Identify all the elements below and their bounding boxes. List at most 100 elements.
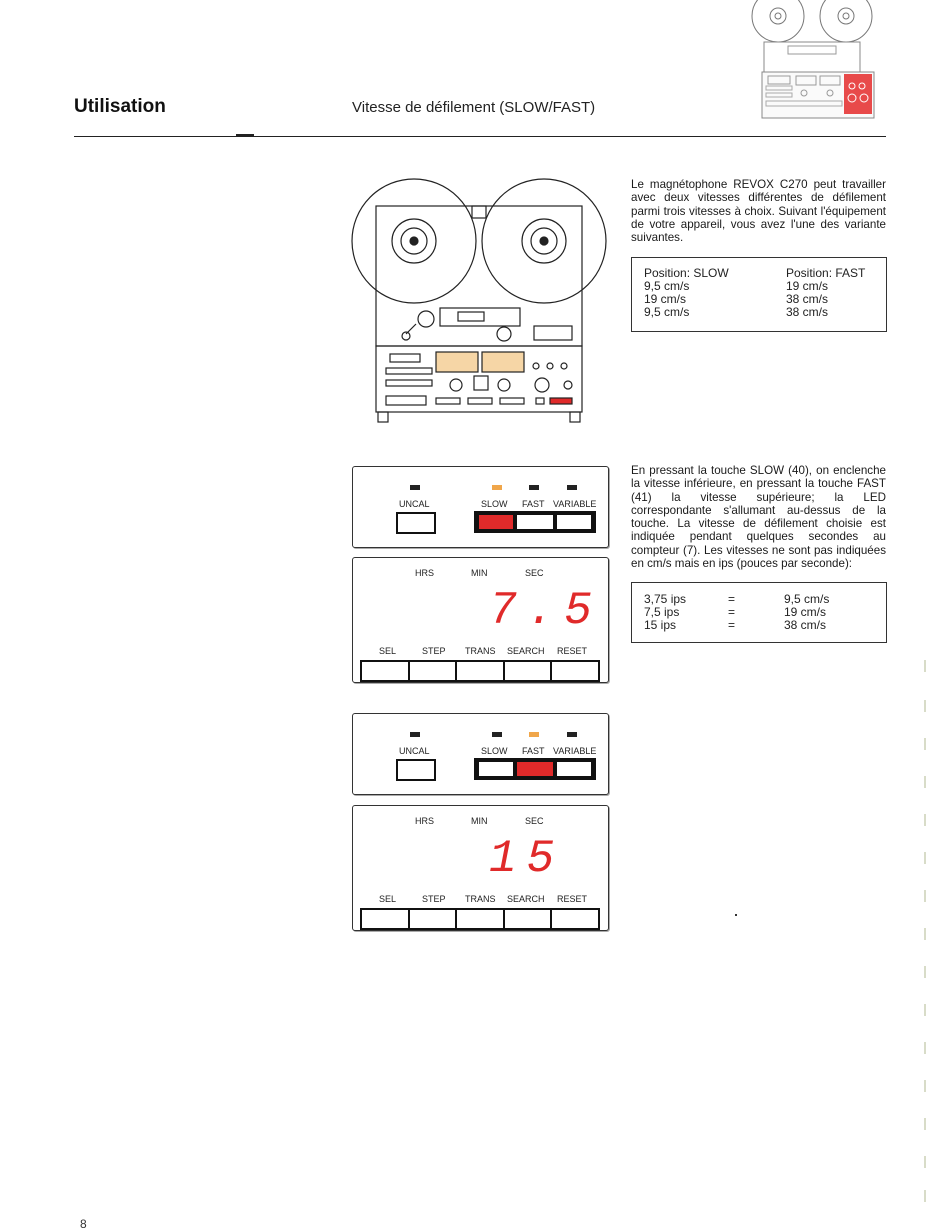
speed-button-group bbox=[474, 511, 596, 533]
edge-mark bbox=[924, 1118, 926, 1130]
search-label: SEARCH bbox=[507, 894, 545, 904]
edge-mark bbox=[924, 1004, 926, 1016]
counter-panel-slow: HRS MIN SEC 7.5 SEL STEP TRANS SEARCH RE… bbox=[352, 557, 609, 683]
min-label: MIN bbox=[471, 568, 488, 578]
edge-mark bbox=[924, 1080, 926, 1092]
search-button[interactable] bbox=[505, 662, 553, 680]
speed-button-group bbox=[474, 758, 596, 780]
trans-label: TRANS bbox=[465, 894, 496, 904]
speed-table-cell: 38 cm/s bbox=[786, 292, 829, 306]
speed-selector-panel-fast: UNCAL SLOW FAST VARIABLE bbox=[352, 713, 609, 795]
instructions-paragraph: En pressant la touche SLOW (40), on encl… bbox=[631, 464, 886, 571]
conversion-cell: 38 cm/s bbox=[784, 618, 827, 632]
hrs-label: HRS bbox=[415, 816, 435, 826]
slow-label: SLOW bbox=[481, 499, 508, 509]
edge-mark bbox=[924, 1190, 926, 1202]
conversion-cell: 9,5 cm/s bbox=[784, 592, 830, 606]
conversion-cell: 7,5 ips bbox=[644, 605, 680, 619]
trans-button[interactable] bbox=[457, 910, 505, 928]
slow-label: SLOW bbox=[481, 746, 508, 756]
speed-table-cell: 9,5 cm/s bbox=[644, 279, 690, 293]
slow-button-active[interactable] bbox=[479, 515, 513, 529]
speed-table-cell: 38 cm/s bbox=[786, 305, 829, 319]
uncal-label: UNCAL bbox=[399, 499, 430, 509]
speed-selector-panel-slow: UNCAL SLOW FAST VARIABLE bbox=[352, 466, 609, 548]
conversion-cell: 19 cm/s bbox=[784, 605, 827, 619]
counter-display: 15 bbox=[489, 833, 565, 885]
edge-mark bbox=[924, 660, 926, 672]
fast-button[interactable] bbox=[517, 515, 553, 529]
edge-mark bbox=[924, 1156, 926, 1168]
fast-led bbox=[529, 485, 539, 490]
variable-label: VARIABLE bbox=[553, 746, 597, 756]
step-button[interactable] bbox=[410, 910, 458, 928]
header-rule bbox=[74, 136, 886, 137]
fast-button-active[interactable] bbox=[517, 762, 553, 776]
intro-paragraph: Le magnétophone REVOX C270 peut travaill… bbox=[631, 178, 886, 245]
tape-recorder-illustration bbox=[351, 178, 607, 423]
speed-table-cell: 19 cm/s bbox=[786, 279, 829, 293]
uncal-button[interactable] bbox=[396, 759, 436, 781]
sel-button[interactable] bbox=[362, 662, 410, 680]
counter-display: 7.5 bbox=[489, 585, 602, 637]
fast-label: FAST bbox=[522, 499, 545, 509]
page-subtitle: Vitesse de défilement (SLOW/FAST) bbox=[352, 99, 596, 116]
edge-mark bbox=[924, 700, 926, 712]
slow-button[interactable] bbox=[479, 762, 513, 776]
reset-label: RESET bbox=[557, 646, 588, 656]
counter-button-row bbox=[360, 908, 600, 930]
uncal-led bbox=[410, 732, 420, 737]
conversion-table: 3,75 ips = 9,5 cm/s 7,5 ips = 19 cm/s 15… bbox=[631, 582, 887, 643]
uncal-button[interactable] bbox=[396, 512, 436, 534]
sec-label: SEC bbox=[525, 816, 544, 826]
trans-button[interactable] bbox=[457, 662, 505, 680]
slow-led bbox=[492, 732, 502, 737]
edge-mark bbox=[924, 814, 926, 826]
trans-label: TRANS bbox=[465, 646, 496, 656]
stray-dot bbox=[735, 914, 737, 916]
sel-button[interactable] bbox=[362, 910, 410, 928]
conversion-equals: = bbox=[728, 618, 736, 632]
fast-led-on bbox=[529, 732, 539, 737]
speed-table-header-fast: Position: FAST bbox=[786, 266, 866, 280]
search-label: SEARCH bbox=[507, 646, 545, 656]
speed-table-header-slow: Position: SLOW bbox=[644, 266, 729, 280]
variable-button[interactable] bbox=[557, 515, 591, 529]
search-button[interactable] bbox=[505, 910, 553, 928]
uncal-label: UNCAL bbox=[399, 746, 430, 756]
conversion-cell: 3,75 ips bbox=[644, 592, 687, 606]
variable-label: VARIABLE bbox=[553, 499, 597, 509]
edge-mark bbox=[924, 890, 926, 902]
variable-button[interactable] bbox=[557, 762, 591, 776]
edge-mark bbox=[924, 1042, 926, 1054]
sel-label: SEL bbox=[379, 646, 397, 656]
edge-mark bbox=[924, 928, 926, 940]
slow-led-on bbox=[492, 485, 502, 490]
step-label: STEP bbox=[422, 894, 446, 904]
sel-label: SEL bbox=[379, 894, 397, 904]
edge-mark bbox=[924, 738, 926, 750]
step-label: STEP bbox=[422, 646, 446, 656]
section-title: Utilisation bbox=[74, 96, 166, 117]
variable-led bbox=[567, 732, 577, 737]
speed-table: Position: SLOW Position: FAST 9,5 cm/s 1… bbox=[631, 257, 887, 332]
min-label: MIN bbox=[471, 816, 488, 826]
conversion-cell: 15 ips bbox=[644, 618, 677, 632]
conversion-equals: = bbox=[728, 605, 736, 619]
uncal-led bbox=[410, 485, 420, 490]
edge-mark bbox=[924, 852, 926, 864]
sec-label: SEC bbox=[525, 568, 544, 578]
conversion-equals: = bbox=[728, 592, 736, 606]
counter-panel-fast: HRS MIN SEC 15 SEL STEP TRANS SEARCH RES… bbox=[352, 805, 609, 931]
fast-label: FAST bbox=[522, 746, 545, 756]
speed-table-cell: 9,5 cm/s bbox=[644, 305, 690, 319]
counter-button-row bbox=[360, 660, 600, 682]
reset-button[interactable] bbox=[552, 662, 598, 680]
edge-mark bbox=[924, 776, 926, 788]
speed-table-cell: 19 cm/s bbox=[644, 292, 687, 306]
header-rule-accent bbox=[236, 134, 254, 136]
step-button[interactable] bbox=[410, 662, 458, 680]
hrs-label: HRS bbox=[415, 568, 435, 578]
reset-button[interactable] bbox=[552, 910, 598, 928]
edge-mark bbox=[924, 966, 926, 978]
